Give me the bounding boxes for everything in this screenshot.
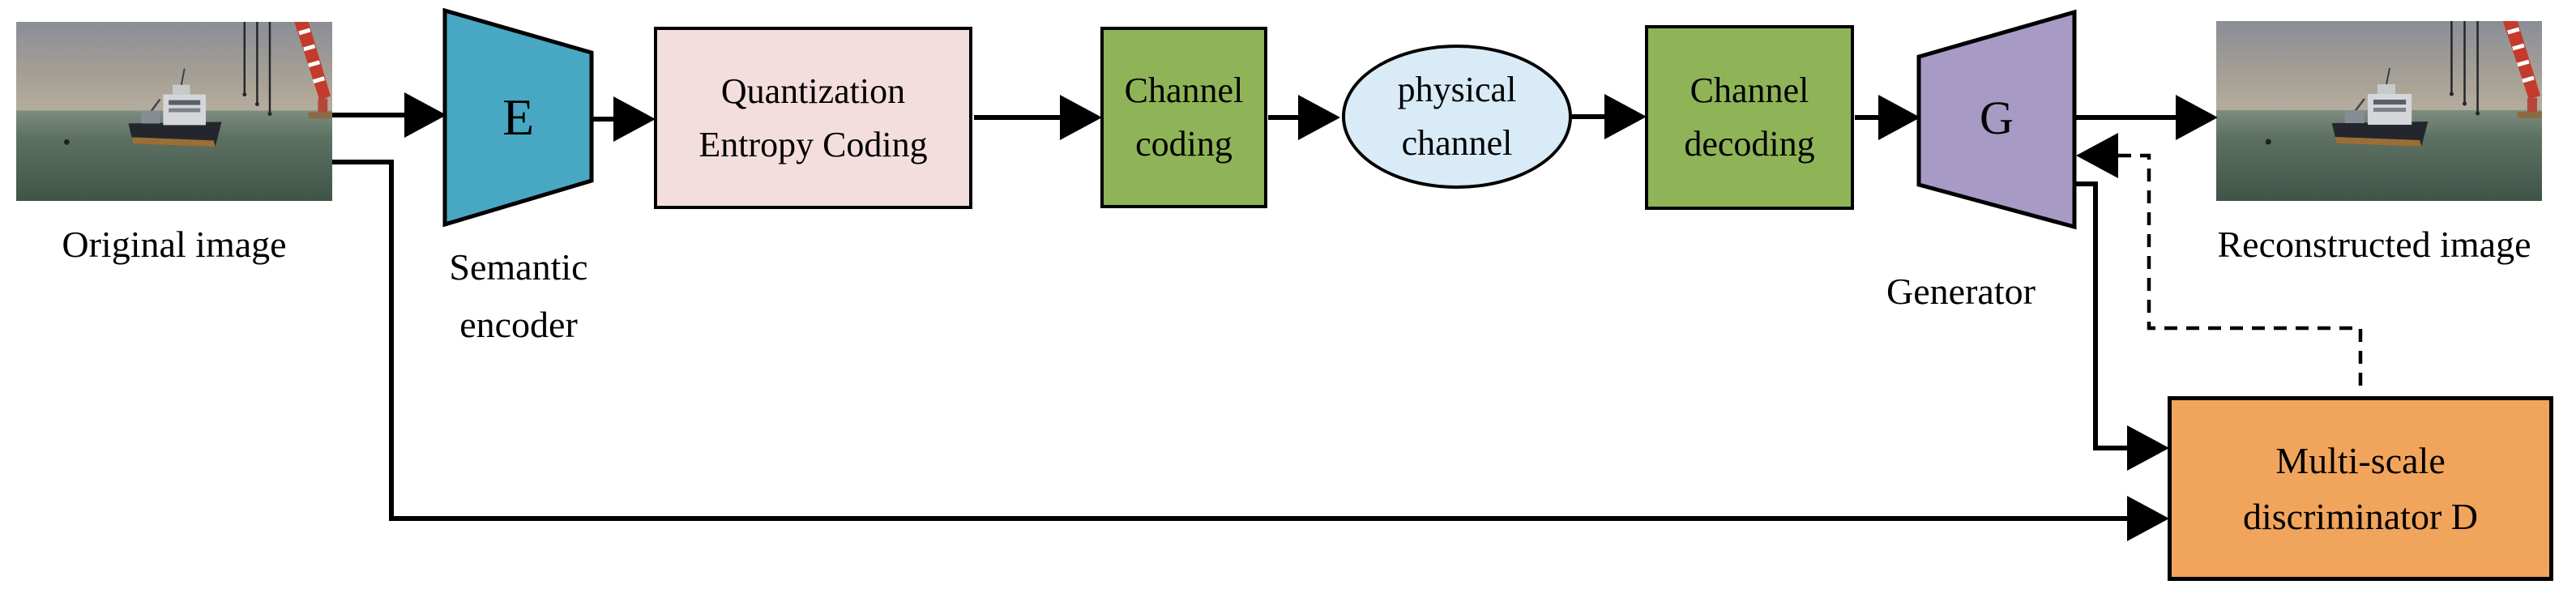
arrow-coding-to-channel-head <box>1298 95 1340 140</box>
semantic-encoder-caption: Semantic encoder <box>389 238 648 354</box>
ship <box>128 68 222 147</box>
crane <box>2449 21 2542 118</box>
encoder-symbol: E <box>502 88 535 146</box>
arrow-original-to-encoder-head <box>404 92 446 138</box>
channel-coding-box: Channel coding <box>1100 27 1267 208</box>
physical-channel-ellipse: physical channel <box>1342 45 1572 189</box>
discriminator-line2: discriminator D <box>2243 496 2478 537</box>
arrow-original-to-discriminator-head <box>2127 496 2169 541</box>
crane <box>242 22 332 119</box>
reconstructed-photo <box>2216 21 2542 201</box>
buoy <box>63 139 70 145</box>
arrow-channel-to-decoding-head <box>1604 94 1647 139</box>
physical-channel-line1: physical <box>1397 70 1517 109</box>
original-image-caption: Original image <box>62 224 287 265</box>
arrow-feedback-to-generator-head <box>2076 133 2118 178</box>
semantic-encoder-caption-line2: encoder <box>459 304 578 346</box>
physical-channel-line2: channel <box>1401 123 1513 163</box>
quantization-entropy-coding-box: Quantization Entropy Coding <box>654 27 972 209</box>
generator-caption: Generator <box>1886 271 2036 312</box>
arrow-encoder-to-quantization-head <box>613 96 656 142</box>
reconstructed-image-caption: Reconstructed image <box>2217 224 2531 265</box>
arrow-generator-to-discriminator-head <box>2127 425 2169 471</box>
quantization-line2: Entropy Coding <box>698 124 928 164</box>
discriminator-line1: Multi-scale <box>2275 440 2446 481</box>
arrow-generator-to-reconstructed-head <box>2176 95 2218 140</box>
arrow-quantization-to-coding-head <box>1060 95 1102 140</box>
quantization-line1: Quantization <box>720 70 906 111</box>
channel-coding-line2: coding <box>1135 124 1232 164</box>
buoy <box>2265 139 2271 145</box>
multiscale-discriminator-box: Multi-scale discriminator D <box>2168 396 2553 581</box>
ship <box>2331 67 2429 147</box>
ship-scene <box>16 22 332 201</box>
channel-coding-line1: Channel <box>1124 70 1244 110</box>
channel-decoding-line1: Channel <box>1690 70 1809 110</box>
channel-decoding-line2: decoding <box>1684 124 1815 164</box>
arrow-decoding-to-generator-head <box>1878 95 1920 140</box>
original-photo <box>16 22 332 201</box>
ship-scene-reconstructed <box>2216 21 2542 201</box>
semantic-encoder-caption-line1: Semantic <box>449 246 588 288</box>
generator-symbol: G <box>1980 91 2014 144</box>
channel-decoding-box: Channel decoding <box>1645 25 1854 210</box>
